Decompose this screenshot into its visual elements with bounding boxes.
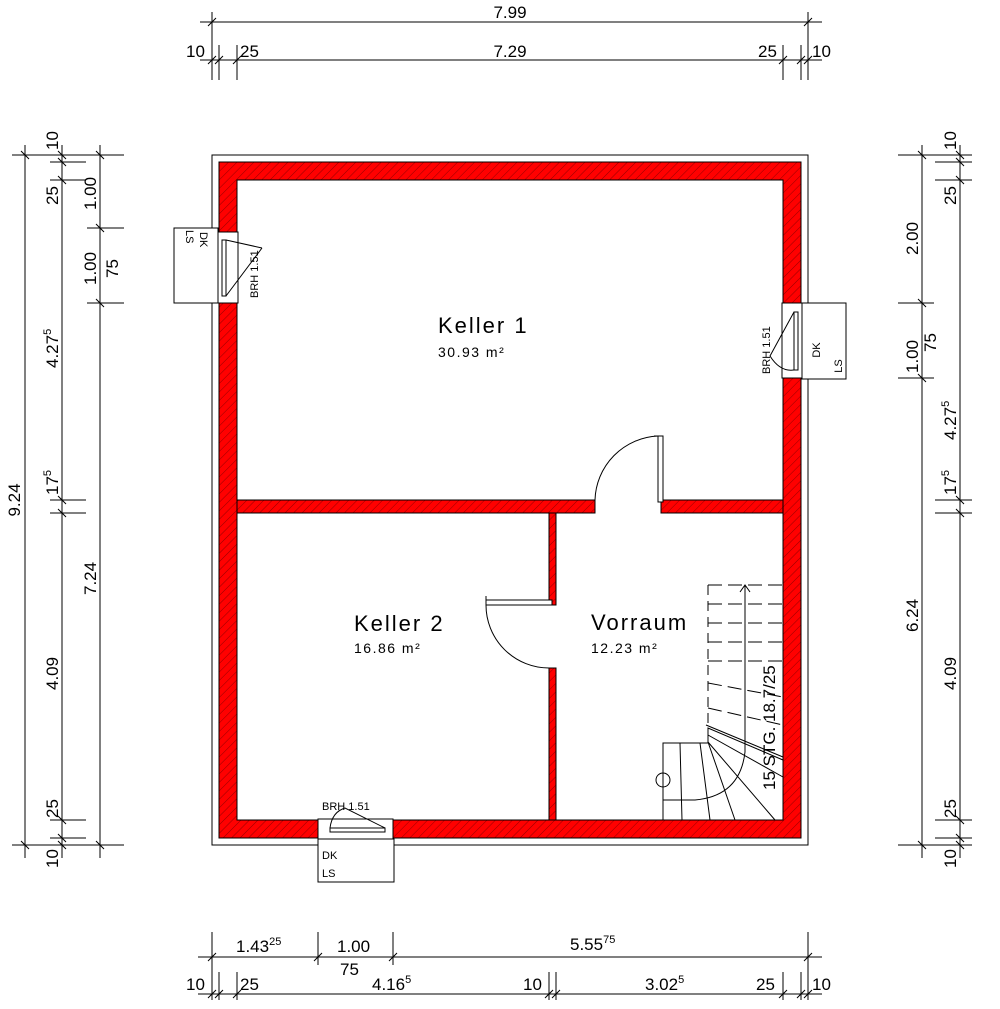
dimension-left	[12, 145, 124, 858]
dimension-bottom	[198, 932, 822, 1000]
dim-label-sup: 75	[603, 934, 615, 946]
window-box	[317, 838, 395, 883]
room-area: 30.93 m²	[438, 344, 505, 360]
svg-text:4.275: 4.275	[940, 401, 960, 440]
dim-label: 10	[186, 42, 205, 61]
dim-label-sup: 5	[42, 470, 54, 476]
dim-label: 3.02	[645, 975, 678, 994]
dim-label: 6.24	[903, 599, 922, 632]
svg-text:5.5575: 5.5575	[570, 934, 615, 954]
dim-label: 7.99	[493, 3, 526, 22]
door-keller1[interactable]	[594, 435, 664, 503]
dim-label-sup: 5	[940, 401, 952, 407]
window-brh: BRH 1.51	[761, 326, 773, 374]
dim-label: 1.00	[81, 177, 100, 210]
dim-label: 2.00	[903, 222, 922, 255]
svg-text:1.4325: 1.4325	[236, 936, 281, 956]
dim-label: 25	[758, 42, 777, 61]
dim-label: 17	[941, 476, 960, 495]
room-area: 12.23 m²	[591, 640, 658, 656]
interior-wall-right	[660, 499, 784, 514]
door-keller2[interactable]	[485, 596, 553, 669]
dim-label: 10	[43, 131, 62, 150]
room-name: Keller 2	[354, 611, 445, 636]
dim-label: 75	[921, 333, 940, 352]
dim-label: 25	[240, 42, 259, 61]
svg-text:4.275: 4.275	[42, 329, 62, 368]
dim-label-sup: 5	[940, 470, 952, 476]
dim-label: 25	[43, 799, 62, 818]
dim-label: 4.09	[941, 657, 960, 690]
svg-text:175: 175	[940, 470, 960, 495]
room-name: Vorraum	[591, 610, 688, 635]
building-outline	[211, 154, 809, 846]
room-name: Keller 1	[438, 313, 529, 338]
window-left: LS DK BRH 1.51	[173, 227, 263, 304]
dim-label: 5.55	[570, 935, 603, 954]
dim-label: 25	[43, 186, 62, 205]
dim-label: 10	[523, 975, 542, 994]
svg-text:4.165: 4.165	[372, 974, 411, 994]
dim-label-sup: 25	[269, 936, 281, 948]
exterior-wall	[218, 161, 802, 839]
window-label: DK	[322, 850, 338, 862]
room-area: 16.86 m²	[354, 640, 421, 656]
interior-wall-upper	[548, 512, 557, 606]
dim-label: 4.27	[43, 335, 62, 368]
dim-label: 10	[941, 131, 960, 150]
interior-wall-lower	[548, 667, 557, 821]
dim-label: 25	[240, 975, 259, 994]
dim-label: 1.00	[81, 252, 100, 285]
dim-label: 1.00	[903, 340, 922, 373]
window-right: DK LS BRH 1.51	[761, 302, 847, 380]
window-box	[173, 227, 219, 304]
dimension-top	[200, 12, 822, 80]
walls	[218, 161, 802, 839]
svg-text:3.025: 3.025	[645, 974, 684, 994]
window-brh: BRH 1.51	[249, 250, 261, 298]
dim-label: 17	[43, 476, 62, 495]
staircase	[655, 584, 784, 821]
dim-label: 7.24	[81, 562, 100, 595]
dim-label: 75	[103, 259, 122, 278]
window-brh: BRH 1.51	[322, 801, 370, 813]
dim-label-sup: 5	[678, 974, 684, 986]
dim-label: 25	[941, 186, 960, 205]
dim-label: 25	[941, 799, 960, 818]
dim-labels-left-mid: 10 25 4.275 175 4.09 25 10 1.00 1.00 75 …	[42, 131, 122, 868]
dim-label: 10	[43, 849, 62, 868]
dim-label: 1.00	[337, 937, 370, 956]
dim-label: 4.27	[941, 407, 960, 440]
interior-wall-left	[236, 499, 596, 514]
dim-label: 10	[812, 975, 831, 994]
dim-label: 10	[941, 849, 960, 868]
dim-label: 1.43	[236, 937, 269, 956]
dimension-right	[898, 145, 972, 858]
window-box	[801, 302, 847, 380]
window-label: DK	[811, 342, 823, 358]
dim-label: 25	[756, 975, 775, 994]
dim-label: 9.24	[5, 483, 24, 516]
svg-text:175: 175	[42, 470, 62, 495]
dim-label: 10	[812, 42, 831, 61]
dim-label: 10	[186, 975, 205, 994]
dim-label: 4.09	[43, 657, 62, 690]
dim-labels-bottom: 1.4325 1.00 75 5.5575 10 25 4.165 10 3.0…	[186, 934, 831, 994]
window-label: LS	[322, 868, 335, 880]
dim-label: 7.29	[493, 42, 526, 61]
window-label: LS	[183, 230, 195, 243]
window-bottom: BRH 1.51 DK LS	[317, 801, 395, 883]
dim-label: 75	[340, 960, 359, 979]
dim-label: 4.16	[372, 975, 405, 994]
dim-label-sup: 5	[405, 974, 411, 986]
dim-label-sup: 5	[42, 329, 54, 335]
window-label: DK	[197, 232, 209, 248]
dim-labels-right: 2.00 1.00 75 6.24 10 25 4.275 175 4.09 2…	[903, 131, 960, 868]
stairs-label: 15 STG. 18.7/25	[760, 665, 779, 790]
window-label: LS	[833, 359, 845, 372]
